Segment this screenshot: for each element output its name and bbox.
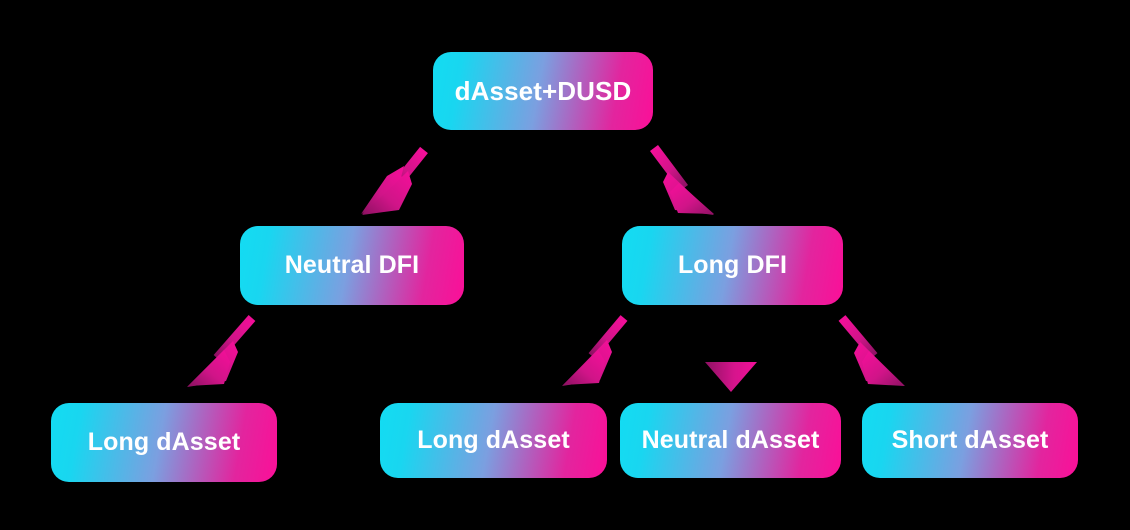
node-root[interactable]: dAsset+DUSD [433,52,653,130]
arrow-root-to-long-dfi [650,145,714,215]
arrow-long-dfi-to-neutral-dasset [705,316,757,392]
node-long-dfi-label: Long DFI [677,251,788,279]
node-long-dasset-2-label: Long dAsset [417,426,570,454]
node-neutral-dfi[interactable]: Neutral DFI [240,226,464,305]
node-short-dasset[interactable]: Short dAsset [862,403,1078,478]
node-root-label: dAsset+DUSD [454,75,632,106]
arrow-root-to-neutral-dfi [361,146,428,215]
arrow-long-dfi-to-short-dasset [838,315,905,386]
arrow-long-dfi-to-long-dasset [562,315,628,386]
node-short-dasset-label: Short dAsset [891,426,1049,454]
node-long-dasset-2[interactable]: Long dAsset [380,403,607,478]
arrow-neutral-dfi-to-long-dasset [187,315,256,387]
node-neutral-dasset-label: Neutral dAsset [641,426,820,454]
node-long-dfi[interactable]: Long DFI [622,226,843,305]
node-long-dasset-1-label: Long dAsset [87,428,241,456]
node-long-dasset-1[interactable]: Long dAsset [51,403,277,482]
node-neutral-dfi-label: Neutral DFI [284,251,420,279]
node-neutral-dasset[interactable]: Neutral dAsset [620,403,841,478]
